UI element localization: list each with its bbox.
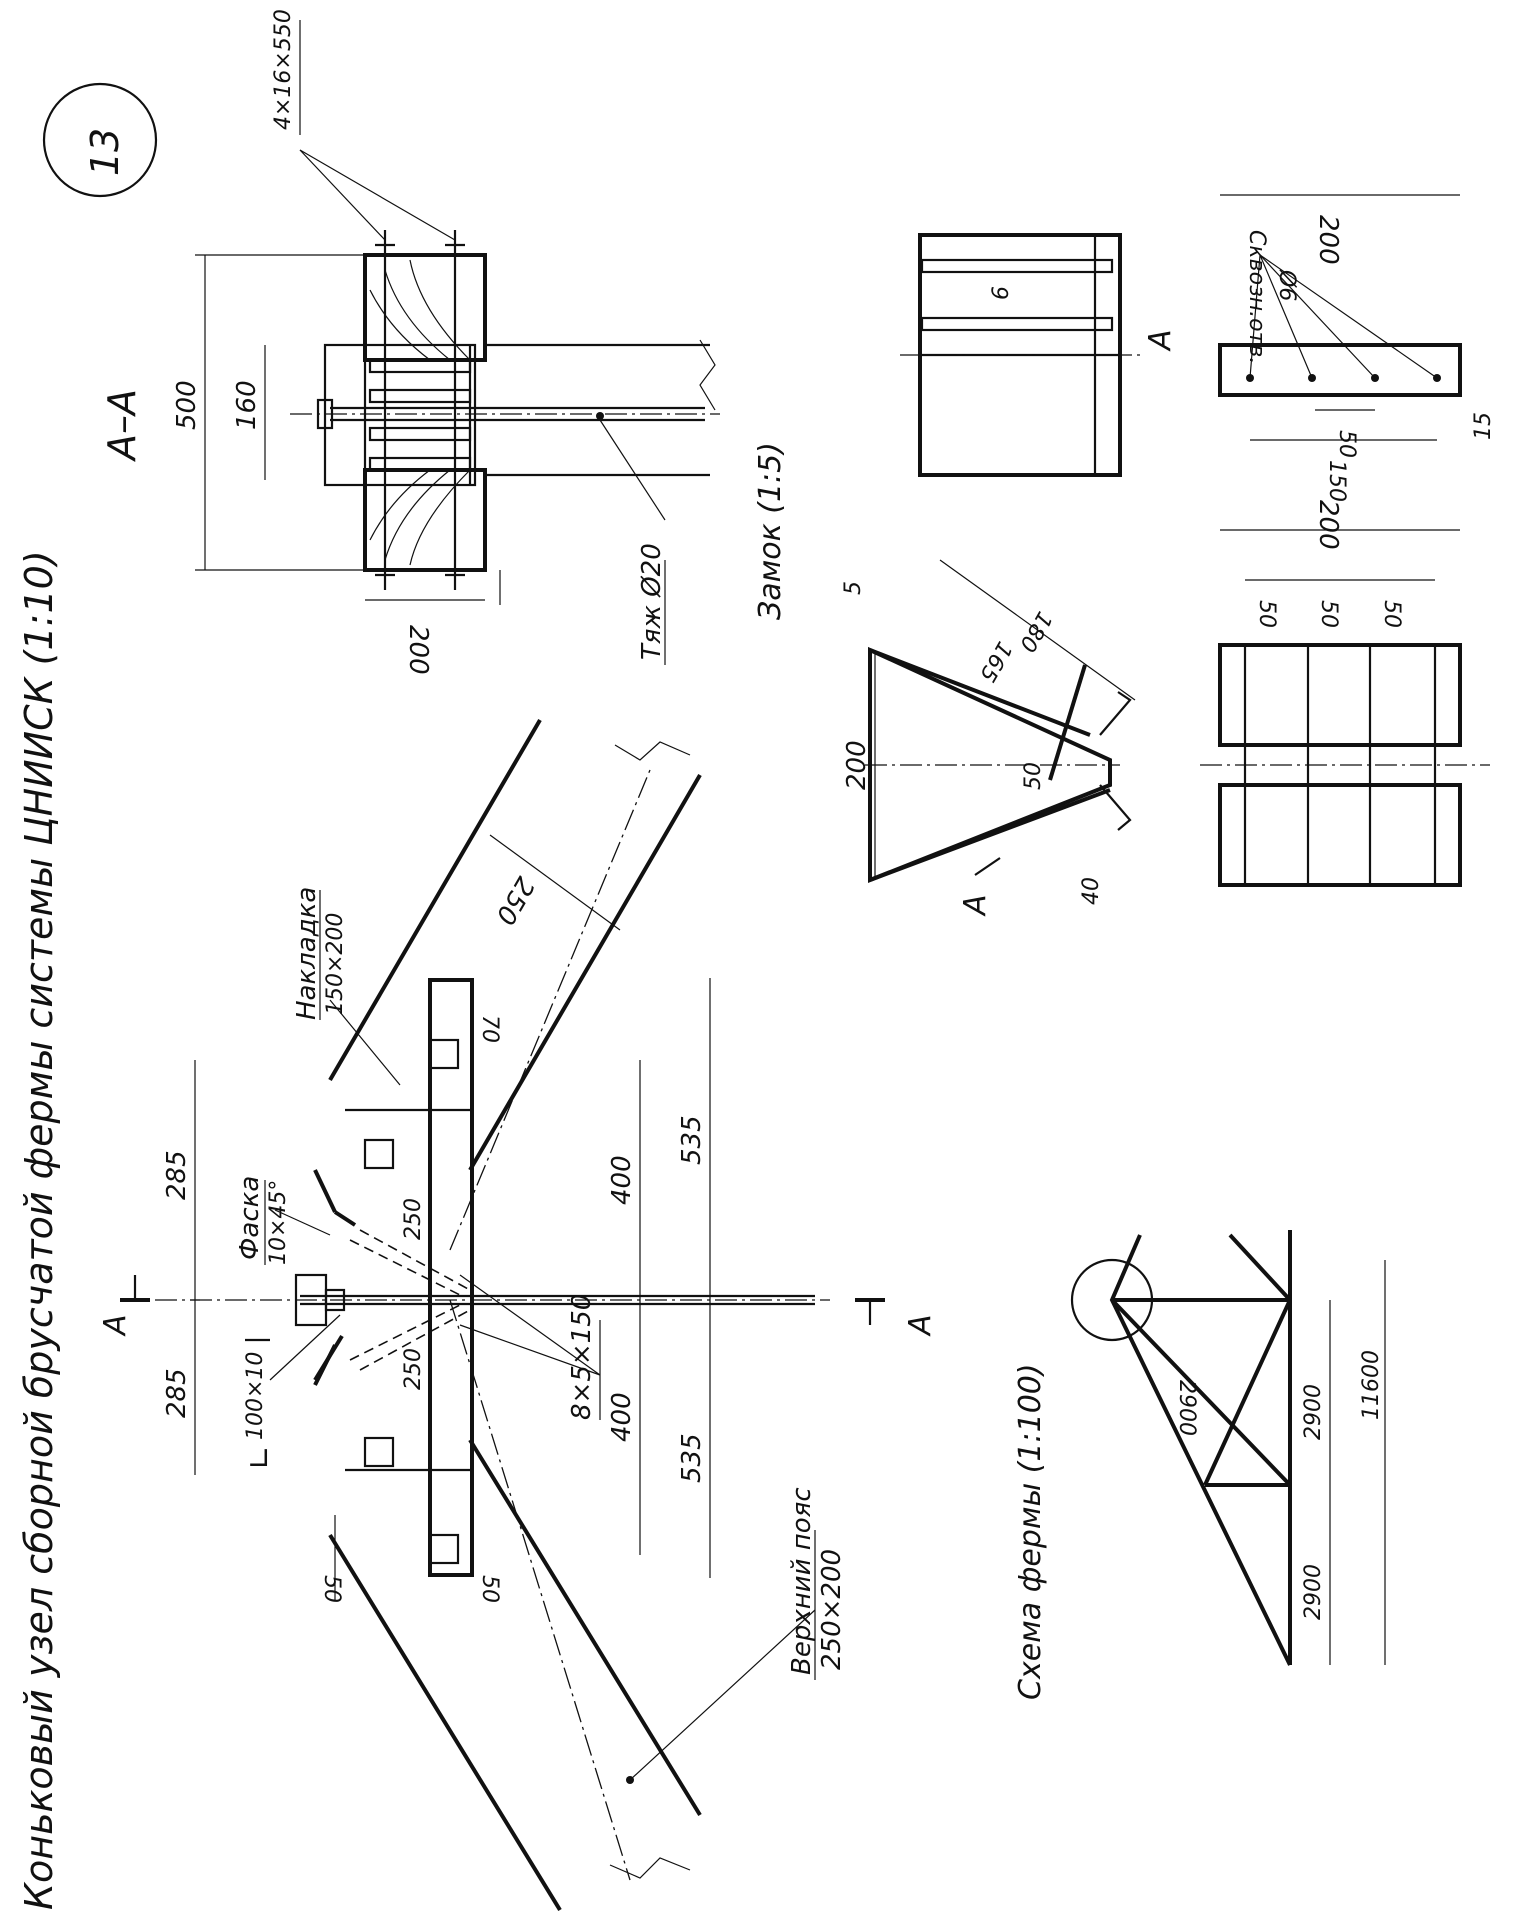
lock-holes-plate	[1218, 343, 1462, 397]
dim-400-right: 400	[607, 1155, 637, 1205]
dim-400-left: 400	[607, 1392, 637, 1442]
lock-dim-165: 165	[974, 637, 1017, 686]
section-strips	[368, 358, 472, 472]
dim-250-beam: 250	[489, 872, 540, 930]
lock-dim-180: 180	[1014, 607, 1057, 656]
lock-plate-lower	[1218, 783, 1462, 887]
truss-scheme: Схема фермы (1:100) 2900 2900 2900 11600	[1013, 1230, 1386, 1700]
plate-dim-50c: 50	[1379, 600, 1404, 628]
section-dim-160: 160	[232, 380, 262, 430]
lock-view-a: А	[1143, 329, 1178, 352]
truss-scheme-title: Схема фермы (1:100)	[1013, 1363, 1048, 1700]
lock-view-marker: А	[958, 894, 993, 917]
section-marker-top: А	[98, 1314, 133, 1337]
chamfer-size: 10×45°	[266, 1180, 291, 1265]
dim-250-left: 250	[401, 1348, 426, 1390]
drawing-title: Коньковый узел сборной брусчатой фермы с…	[17, 550, 61, 1910]
lock-detail: Замок (1:5) 200 165 180 5 50 40 А 6 А	[753, 194, 1496, 917]
dim-250-right: 250	[401, 1198, 426, 1240]
plate-dim-50a: 50	[1254, 600, 1279, 628]
lock-dim-200: 200	[842, 740, 872, 790]
bolt-squares	[363, 1038, 460, 1565]
lock-dim-40: 40	[1079, 877, 1104, 905]
growth-rings	[369, 259, 471, 566]
holes-dim-200: 200	[1313, 215, 1343, 265]
dim-285-right: 285	[162, 1150, 192, 1200]
section-aa-title: А–А	[100, 389, 144, 463]
rod-label: Тяж Ø20	[637, 543, 667, 660]
section-dim-200: 200	[403, 625, 433, 675]
dim-50-left: 50	[319, 1575, 344, 1603]
truss-dim-2900-b: 2900	[1301, 1564, 1326, 1620]
dim-285-left: 285	[162, 1368, 192, 1418]
section-strip-label: 4×16×550	[271, 9, 296, 130]
plate-dim-200: 200	[1313, 500, 1343, 550]
holes-dim-50: 50	[1334, 430, 1359, 458]
strip-label-main: 8×5×150	[567, 1294, 597, 1420]
lock-title: Замок (1:5)	[753, 442, 788, 620]
ridge-joint-main-view: А А 285 285 400 400 535 535 250 250 50 5…	[98, 718, 938, 1912]
angle-icon: ∟	[243, 1445, 278, 1470]
chamfer-label: Фаска	[235, 1176, 265, 1260]
section-aa-view: А–А	[100, 9, 720, 675]
dim-70-right: 70	[477, 1015, 502, 1043]
dim-535-right: 535	[677, 1115, 707, 1165]
lock-plate-upper	[1218, 643, 1462, 747]
overlay-size: 150×200	[323, 913, 348, 1015]
sheet-number-badge: 13	[42, 82, 158, 198]
lock-dim-5: 5	[841, 581, 866, 595]
truss-dim-height: 2900	[1174, 1380, 1199, 1436]
lock-dim-6: 6	[989, 286, 1014, 300]
holes-dim-150: 150	[1324, 460, 1349, 502]
lock-wedge-upper	[868, 646, 1112, 883]
chord-label: Верхний пояс	[787, 1487, 817, 1675]
dim-535-left: 535	[677, 1433, 707, 1483]
holes-dim-15: 15	[1471, 412, 1496, 440]
rod-leader-dot	[596, 412, 604, 420]
truss-dim-2900-a: 2900	[1301, 1384, 1326, 1440]
lock-dim-50: 50	[1021, 762, 1046, 790]
section-dim-500: 500	[172, 380, 202, 430]
overlay-plate	[428, 978, 474, 1577]
overlay-label: Накладка	[292, 887, 322, 1020]
truss-dim-11600: 11600	[1359, 1350, 1384, 1420]
angle-size-label: 100×10	[243, 1352, 268, 1440]
dim-50-left-b: 50	[477, 1575, 502, 1603]
sheet-number: 13	[83, 128, 127, 176]
plate-dim-50b: 50	[1316, 600, 1341, 628]
section-bolts	[375, 230, 465, 590]
chord-size: 250×200	[817, 1549, 847, 1670]
leader-dot	[626, 1776, 634, 1784]
section-marker-bottom: А	[903, 1314, 938, 1337]
